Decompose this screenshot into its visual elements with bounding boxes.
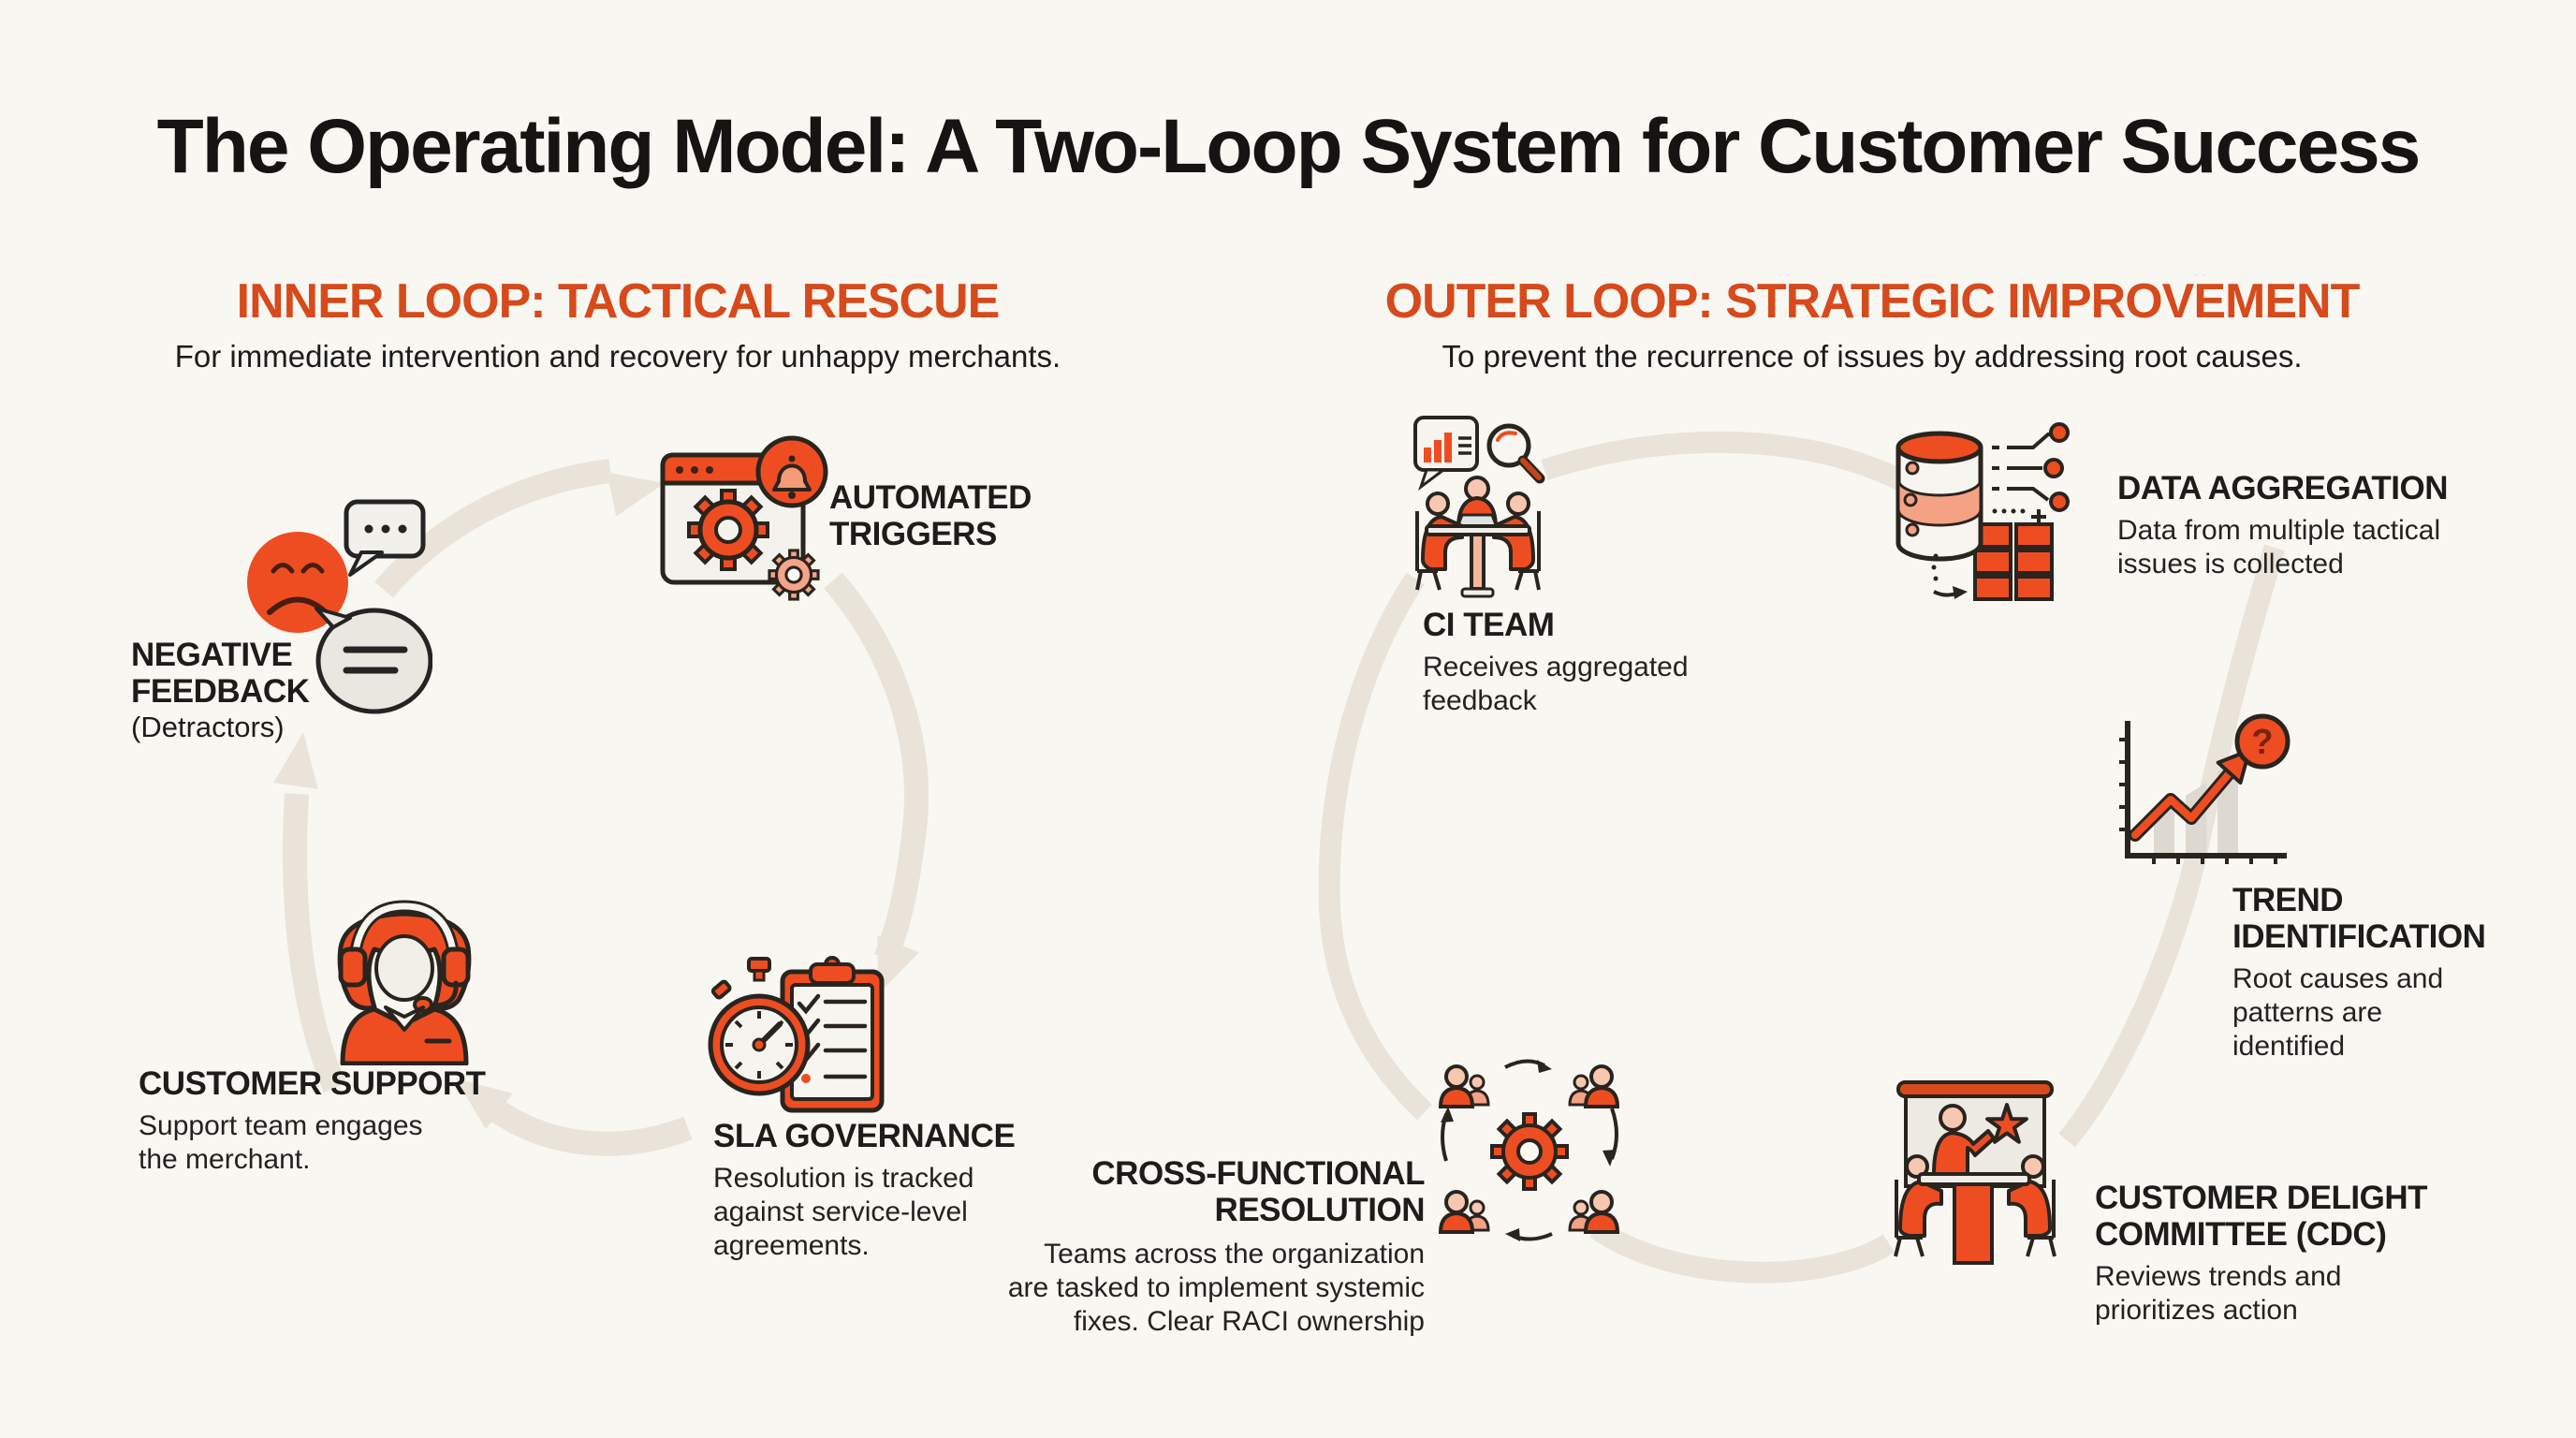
question-mark: ? bbox=[2251, 723, 2273, 762]
dots-speech-bubble bbox=[344, 499, 426, 577]
people-at-table bbox=[1415, 476, 1541, 598]
ci-team-title: CI TEAM bbox=[1423, 607, 1555, 643]
cross-desc-line1: Teams across the organization bbox=[1044, 1239, 1425, 1269]
stopwatch-checklist-icon bbox=[708, 956, 885, 1113]
team-top-left bbox=[1438, 1064, 1490, 1108]
cross-desc-line2: are tasked to implement systemic bbox=[1007, 1272, 1425, 1303]
database-nodes-icon bbox=[1895, 422, 2070, 601]
rising-trend-question-icon: ? bbox=[2119, 713, 2291, 864]
team-meeting-analysis-icon bbox=[1413, 416, 1545, 598]
sla-desc-line1: Resolution is tracked bbox=[713, 1163, 974, 1194]
support-agent-headset-icon bbox=[337, 900, 472, 1065]
cdc-desc-line1: Reviews trends and bbox=[2095, 1261, 2342, 1292]
trend-desc-line1: Root causes and bbox=[2232, 963, 2444, 994]
negative-feedback-label: NEGATIVE FEEDBACK (Detractors) bbox=[131, 637, 337, 744]
team-bottom-right bbox=[1568, 1190, 1620, 1234]
inner-loop-header: INNER LOOP: TACTICAL RESCUE For immediat… bbox=[103, 273, 1133, 374]
cdc-label: CUSTOMER DELIGHT COMMITTEE (CDC) Reviews… bbox=[2095, 1180, 2488, 1328]
inner-loop-circle bbox=[283, 459, 929, 1156]
negative-feedback-line1: NEGATIVE bbox=[131, 637, 293, 673]
big-gear bbox=[687, 489, 769, 571]
lines-speech-bubble bbox=[315, 607, 432, 714]
sla-desc-line3: agreements. bbox=[713, 1230, 870, 1261]
small-gear bbox=[768, 549, 820, 601]
data-desc-line2: issues is collected bbox=[2117, 549, 2344, 580]
alert-bell-badge bbox=[755, 435, 828, 508]
committee-presentation-star-icon bbox=[1894, 1080, 2056, 1265]
team-bottom-left bbox=[1438, 1190, 1490, 1234]
trend-identification-label: TREND IDENTIFICATION Root causes and pat… bbox=[2232, 882, 2541, 1064]
browser-gears-alert-bell-icon bbox=[660, 435, 828, 601]
inner-loop-arrowheads bbox=[273, 472, 919, 1130]
data-aggregation-title: DATA AGGREGATION bbox=[2117, 470, 2449, 506]
teams-around-gear-cycle-icon bbox=[1438, 1059, 1620, 1241]
customer-support-title: CUSTOMER SUPPORT bbox=[139, 1065, 486, 1102]
sad-face-speech-bubbles-icon bbox=[247, 499, 432, 714]
cdc-line1: CUSTOMER DELIGHT bbox=[2095, 1180, 2427, 1216]
cycle-arrows bbox=[1441, 1059, 1618, 1241]
support-desc-line1: Support team engages bbox=[139, 1110, 423, 1141]
attendee-left bbox=[1894, 1154, 1943, 1257]
inner-loop-heading: INNER LOOP: TACTICAL RESCUE bbox=[236, 274, 1001, 329]
ci-desc-line2: feedback bbox=[1423, 685, 1537, 716]
outer-loop-subheading: To prevent the recurrence of issues by a… bbox=[1442, 339, 2303, 374]
cross-desc-line3: fixes. Clear RACI ownership bbox=[1073, 1306, 1425, 1337]
trend-line1: TREND bbox=[2232, 882, 2344, 918]
center-gear bbox=[1490, 1112, 1569, 1191]
sla-governance-title: SLA GOVERNANCE bbox=[713, 1118, 1016, 1154]
trend-desc-line2: patterns are bbox=[2232, 997, 2383, 1028]
customer-support-label: CUSTOMER SUPPORT Support team engages th… bbox=[139, 1065, 494, 1177]
automated-triggers-line1: AUTOMATED bbox=[829, 479, 1032, 516]
cross-functional-line2: RESOLUTION bbox=[1214, 1192, 1426, 1228]
support-desc-line2: the merchant. bbox=[139, 1144, 311, 1175]
negative-feedback-line2: FEEDBACK bbox=[131, 673, 310, 710]
trend-line2: IDENTIFICATION bbox=[2232, 918, 2486, 955]
star bbox=[1985, 1103, 2028, 1144]
network-nodes bbox=[1931, 422, 2070, 599]
sla-desc-line2: against service-level bbox=[713, 1196, 968, 1227]
database-cylinder bbox=[1895, 431, 1983, 562]
ci-team-label: CI TEAM Receives aggregated feedback bbox=[1423, 607, 1732, 718]
outer-loop-header: OUTER LOOP: STRATEGIC IMPROVEMENT To pre… bbox=[1357, 273, 2387, 374]
clipboard bbox=[780, 956, 885, 1113]
page-title: The Operating Model: A Two-Loop System f… bbox=[156, 104, 2422, 189]
cdc-line2: COMMITTEE (CDC) bbox=[2095, 1216, 2387, 1253]
chart-speech-bubble bbox=[1413, 416, 1479, 492]
attendee-right bbox=[2007, 1154, 2056, 1257]
data-aggregation-label: DATA AGGREGATION Data from multiple tact… bbox=[2117, 470, 2510, 581]
trend-desc-line3: identified bbox=[2232, 1031, 2346, 1062]
team-top-right bbox=[1568, 1064, 1620, 1108]
ci-desc-line1: Receives aggregated bbox=[1423, 652, 1689, 682]
sla-governance-label: SLA GOVERNANCE Resolution is tracked aga… bbox=[713, 1118, 1022, 1263]
outer-loop-heading: OUTER LOOP: STRATEGIC IMPROVEMENT bbox=[1384, 274, 2361, 329]
automated-triggers-line2: TRIGGERS bbox=[829, 516, 997, 552]
presenter bbox=[1932, 1104, 1996, 1176]
cross-functional-line1: CROSS-FUNCTIONAL bbox=[1091, 1155, 1425, 1192]
magnifier bbox=[1486, 423, 1545, 484]
negative-feedback-qualifier: (Detractors) bbox=[131, 711, 285, 743]
automated-triggers-label: AUTOMATED TRIGGERS bbox=[829, 479, 1063, 552]
cdc-desc-line2: prioritizes action bbox=[2095, 1295, 2298, 1326]
grid-blocks bbox=[1973, 522, 2054, 601]
inner-loop-subheading: For immediate intervention and recovery … bbox=[174, 339, 1061, 374]
data-desc-line1: Data from multiple tactical bbox=[2117, 515, 2441, 546]
cross-functional-label: CROSS-FUNCTIONAL RESOLUTION Teams across… bbox=[966, 1155, 1426, 1339]
stopwatch bbox=[708, 957, 811, 1096]
